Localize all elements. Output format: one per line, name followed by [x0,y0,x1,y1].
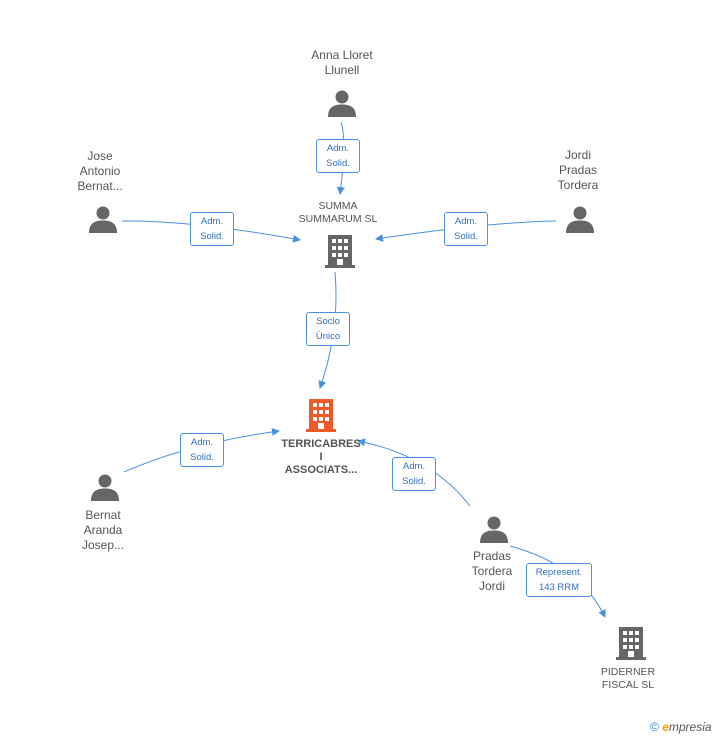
node-label-bernat[interactable]: Bernat Aranda Josep... [63,508,143,553]
edge-label-line: Solid. [454,231,478,242]
person-icon-pradas [480,516,508,543]
node-label-anna[interactable]: Anna Lloret Llunell [292,48,392,78]
label-line: Antonio [79,164,121,178]
brand-e: e [662,720,669,734]
node-label-summa[interactable]: SUMMA SUMMARUM SL [283,200,393,226]
edge-label-summa-terricabres[interactable]: Socio Único [306,312,350,346]
brand-rest: mpresia [668,720,712,734]
label-line: Pradas [558,163,598,177]
edge-label-line: Solid. [402,476,426,487]
label-line: FISCAL SL [601,679,655,691]
person-icon-bernat [91,474,119,501]
edge-label-line: Solid. [200,231,224,242]
edge-label-pradas-piderner[interactable]: Represent. 143 RRM [526,563,592,597]
brand-logo: empresia [662,720,711,734]
edge-label-line: Adm. [454,216,478,227]
edge-label-line: Adm. [200,216,224,227]
edge-label-line: Adm. [402,461,426,472]
label-line: Bernat [85,508,121,522]
node-label-piderner[interactable]: PIDERNER FISCAL SL [578,666,678,692]
node-label-jordi[interactable]: Jordi Pradas Tordera [538,148,618,193]
label-line: ASSOCIATS... [284,464,358,476]
label-line: Pradas [472,549,512,563]
label-line: Jordi [478,579,505,593]
node-label-jose[interactable]: Jose Antonio Bernat... [60,149,140,194]
label-line: Jose [87,149,113,163]
edge-label-line: Socio [316,316,340,327]
building-icon-terricabres [306,399,336,432]
edge-label-jordi-summa[interactable]: Adm. Solid. [444,212,488,246]
label-line: Tordera [557,178,599,192]
label-line: Bernat... [77,179,123,193]
label-line: I [319,451,323,463]
person-icon-jordi [566,206,594,233]
label-line: Anna Lloret [311,48,373,62]
building-icon-summa [325,235,355,268]
label-line: Llunell [324,63,360,77]
label-line: TERRICABRES [281,438,361,450]
edge-label-line: Adm. [190,437,214,448]
person-icon-anna [328,90,356,117]
person-icon-jose [89,206,117,233]
edge-label-line: Solid. [190,452,214,463]
label-line: PIDERNER [600,666,656,678]
edge-label-line: Adm. [326,143,350,154]
label-line: Aranda [83,523,123,537]
label-line: SUMMARUM SL [298,213,378,225]
label-line: SUMMA [318,200,358,212]
node-label-pradas[interactable]: Pradas Tordera Jordi [452,549,532,594]
edge-label-pradas-terricabres[interactable]: Adm. Solid. [392,457,436,491]
edge-label-line: Represent. [535,567,583,578]
copyright-icon: © [650,720,659,734]
edge-label-bernat-terricabres[interactable]: Adm. Solid. [180,433,224,467]
label-line: Jordi [564,148,591,162]
label-line: Tordera [471,564,513,578]
node-label-terricabres[interactable]: TERRICABRES I ASSOCIATS... [268,438,374,477]
edge-label-line: Único [315,331,341,342]
edge-label-anna-summa[interactable]: Adm. Solid. [316,139,360,173]
footer-brand[interactable]: © empresia [650,720,712,734]
edge-label-line: Solid. [326,158,350,169]
edge-label-line: 143 RRM [538,582,580,593]
edge-label-jose-summa[interactable]: Adm. Solid. [190,212,234,246]
label-line: Josep... [81,538,125,552]
building-icon-piderner [616,627,646,660]
